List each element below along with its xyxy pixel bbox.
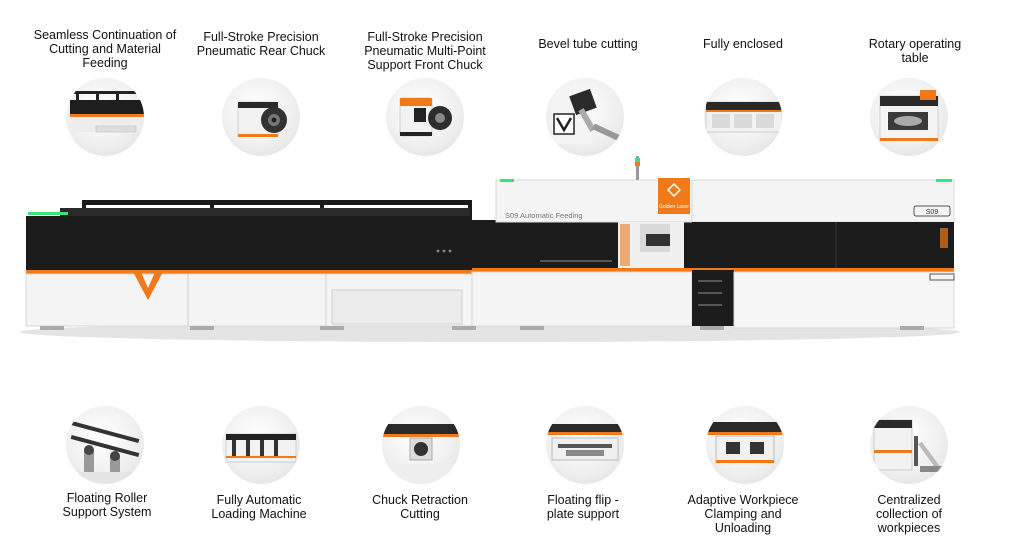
- feature-text: Adaptive Workpiece Clamping and Unloadin…: [687, 493, 799, 535]
- feature-text: Fully Automatic Loading Machine: [211, 493, 307, 521]
- feature-label-3: Full-Stroke Precision Pneumatic Multi-Po…: [350, 30, 500, 72]
- feature-text: Fully enclosed: [703, 37, 783, 51]
- feature-text: Full-Stroke Precision Pneumatic Rear Chu…: [196, 30, 326, 58]
- rear-chuck-thumb: [222, 78, 300, 156]
- model-text: S09 Automatic Feeding: [505, 211, 583, 220]
- chuck-retraction-thumb: [382, 406, 460, 484]
- collection-thumb: [870, 406, 948, 484]
- feature-label-8: Fully Automatic Loading Machine: [184, 493, 334, 521]
- roller-support-thumb: [66, 406, 144, 484]
- feature-label-1: Seamless Continuation of Cutting and Mat…: [30, 28, 180, 70]
- feature-label-12: Centralized collection of workpieces: [834, 493, 984, 535]
- clamping-unloading-thumb: [706, 406, 784, 484]
- feature-text: Full-Stroke Precision Pneumatic Multi-Po…: [364, 30, 486, 72]
- feature-label-11: Adaptive Workpiece Clamping and Unloadin…: [668, 493, 818, 535]
- model-badge: S09: [926, 209, 939, 216]
- bevel-cutting-thumb: [546, 78, 624, 156]
- feature-label-2: Full-Stroke Precision Pneumatic Rear Chu…: [186, 30, 336, 58]
- front-chuck-thumb: [386, 78, 464, 156]
- feature-label-4: Bevel tube cutting: [513, 37, 663, 51]
- feature-label-10: Floating flip - plate support: [508, 493, 658, 521]
- feature-text: Floating flip - plate support: [546, 493, 620, 521]
- feature-text: Rotary operating table: [868, 37, 962, 65]
- laser-tube-cutting-machine: S09 Automatic Feeding Golden Laser S09: [0, 150, 1024, 380]
- feature-text: Centralized collection of workpieces: [875, 493, 942, 535]
- feature-label-6: Rotary operating table: [840, 37, 990, 65]
- loading-machine-thumb: [222, 406, 300, 484]
- feature-text: Bevel tube cutting: [538, 37, 638, 51]
- enclosed-machine-thumb: [704, 78, 782, 156]
- feature-text: Floating Roller Support System: [62, 491, 152, 519]
- flip-plate-thumb: [546, 406, 624, 484]
- feature-label-5: Fully enclosed: [668, 37, 818, 51]
- feeding-section-thumb: [66, 78, 144, 156]
- rotary-table-thumb: [870, 78, 948, 156]
- feature-label-7: Floating Roller Support System: [32, 491, 182, 519]
- feature-label-9: Chuck Retraction Cutting: [345, 493, 495, 521]
- feature-text: Seamless Continuation of Cutting and Mat…: [33, 28, 177, 70]
- feature-text: Chuck Retraction Cutting: [372, 493, 468, 521]
- brand-logo-text: Golden Laser: [659, 204, 689, 210]
